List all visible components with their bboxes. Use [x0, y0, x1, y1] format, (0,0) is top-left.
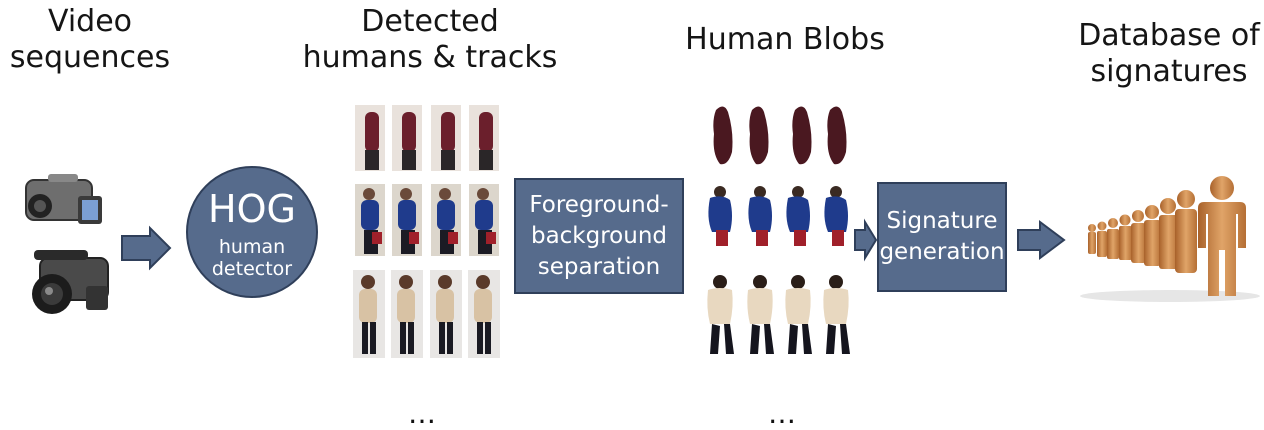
track-thumb — [353, 270, 385, 358]
track-thumb — [391, 270, 423, 358]
blob — [708, 186, 732, 246]
blob — [707, 275, 734, 354]
blob-row-2 — [708, 186, 848, 246]
blob — [749, 106, 768, 164]
arrow-blobs-to-signature — [855, 222, 876, 258]
human-figures-icon — [1080, 176, 1260, 302]
blob — [713, 106, 732, 164]
blob — [786, 186, 810, 246]
track-thumb — [355, 184, 385, 256]
blob — [824, 186, 848, 246]
foreground-background-separation-box: Foreground- background separation — [514, 178, 684, 294]
track-row-2 — [355, 184, 499, 256]
track-thumb — [469, 184, 499, 256]
track-thumb — [392, 184, 422, 256]
track-thumb — [431, 184, 461, 256]
track-row-1 — [355, 105, 499, 171]
signature-generation-box: Signature generation — [877, 182, 1007, 292]
pro-camera-icon — [32, 250, 108, 314]
track-thumb — [468, 270, 500, 358]
track-thumb — [430, 270, 462, 358]
track-thumb — [431, 105, 461, 171]
hog-detector-node: HOG human detector — [186, 166, 318, 298]
camcorder-icon — [26, 174, 102, 224]
arrow-signature-to-database — [1018, 222, 1064, 258]
tracks-ellipsis: … — [408, 400, 438, 428]
blob — [823, 275, 850, 354]
blob-row-1 — [713, 106, 846, 164]
arrow-video-to-hog — [122, 228, 170, 268]
blob — [747, 275, 774, 354]
track-row-3 — [353, 270, 500, 358]
blob — [792, 106, 811, 164]
track-thumb — [392, 105, 422, 171]
hog-subtitle: human detector — [188, 236, 316, 280]
track-thumb — [469, 105, 499, 171]
track-thumb — [355, 105, 385, 171]
foreground-box-label: Foreground- background separation — [529, 190, 668, 283]
blob — [827, 106, 846, 164]
blob — [748, 186, 772, 246]
blob — [785, 275, 812, 354]
blob-row-3 — [707, 275, 850, 354]
signature-box-label: Signature generation — [879, 206, 1004, 268]
hog-title: HOG — [188, 188, 316, 230]
blobs-ellipsis: … — [768, 400, 798, 428]
